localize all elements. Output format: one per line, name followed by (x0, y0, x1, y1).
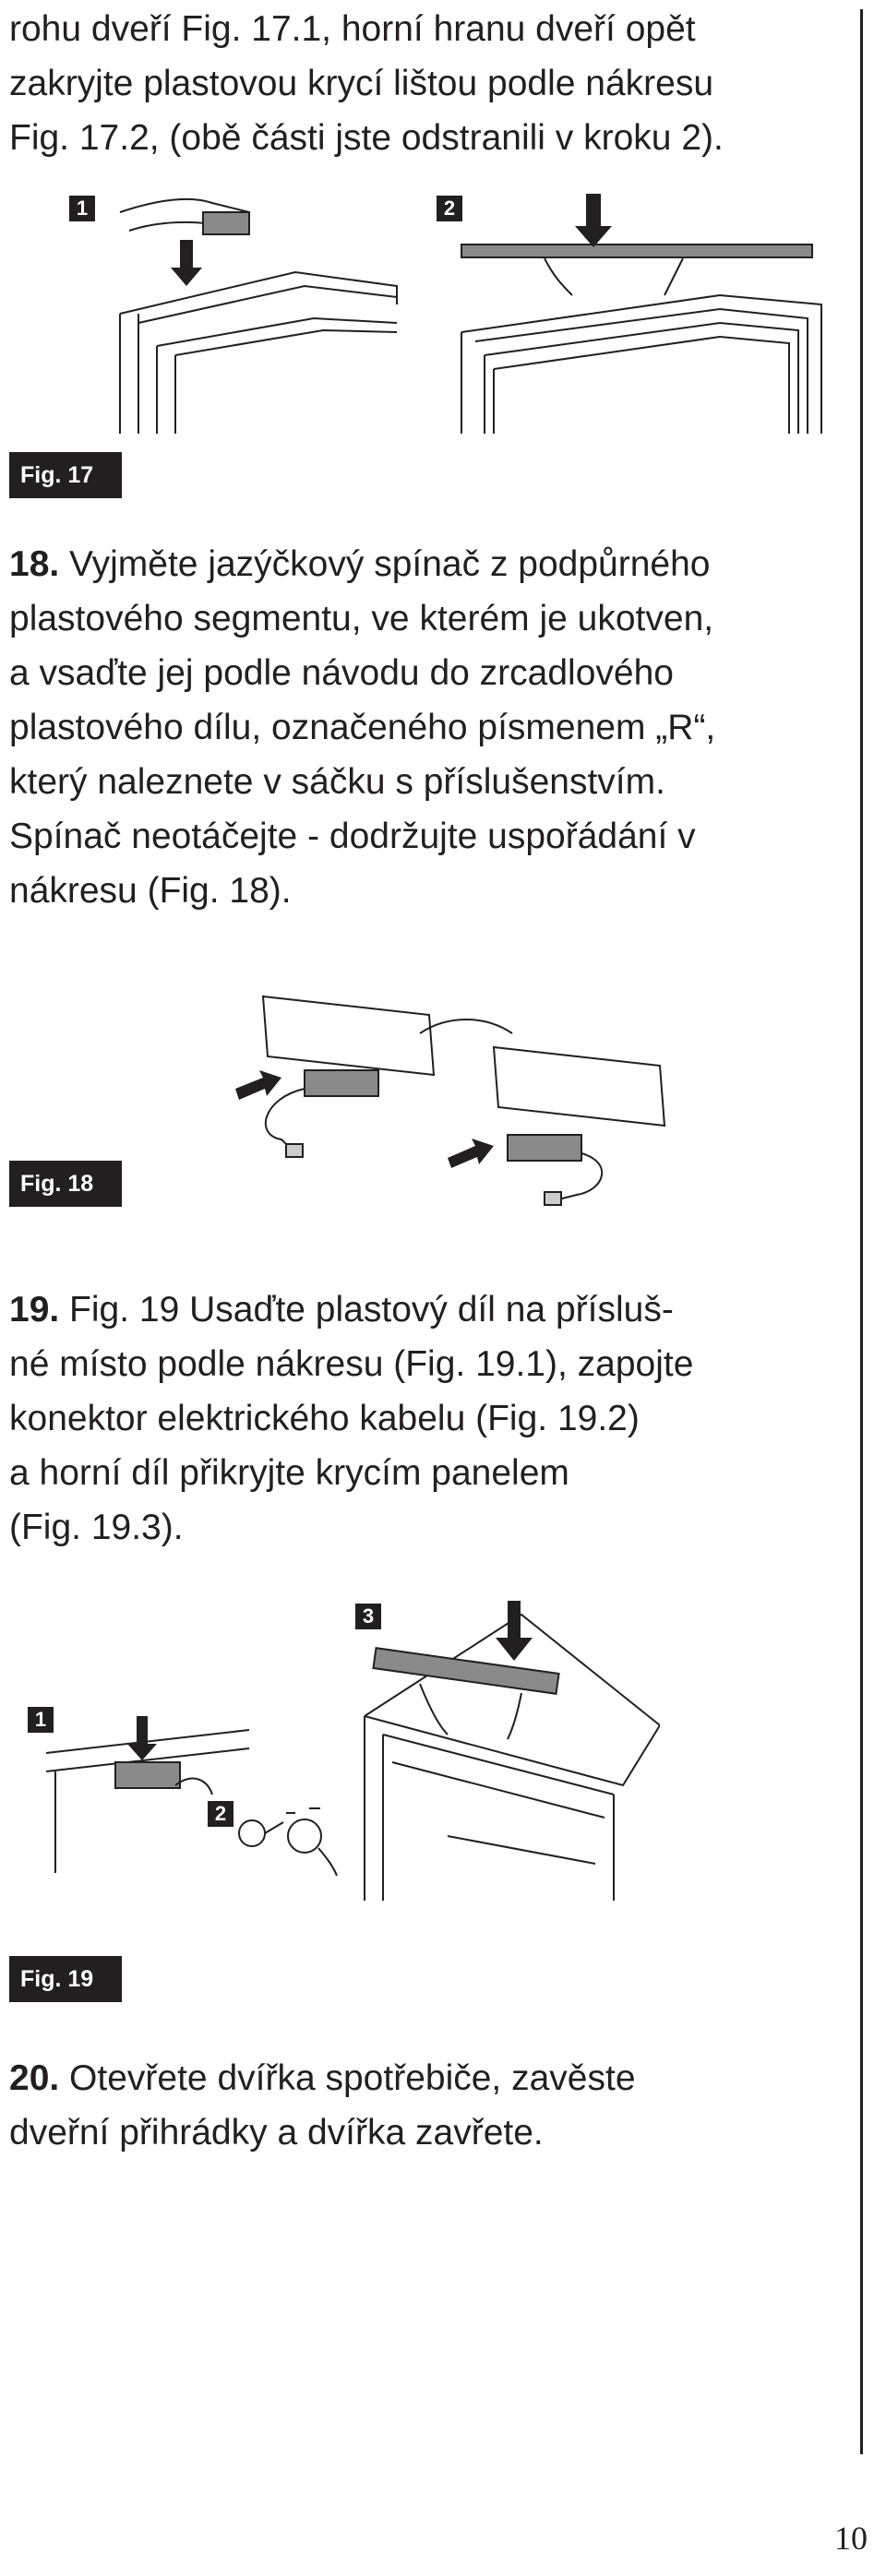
step20-line: dveřní přihrádky a dvířka zavřete. (9, 2113, 544, 2153)
fig19-step1-badge: 1 (28, 1707, 54, 1733)
fig19-label: Fig. 19 (9, 1956, 122, 2002)
step19-line: (Fig. 19.3). (9, 1508, 184, 1547)
fig19-step3-badge: 3 (355, 1604, 381, 1629)
step18-number: 18. (9, 544, 60, 584)
step19-line: né místo podle nákresu (Fig. 19.1), zapo… (9, 1344, 694, 1384)
fig18-label: Fig. 18 (9, 1161, 122, 1207)
step19-paragraph: 19. Fig. 19 Usaďte plastový díl na přísl… (9, 1282, 840, 1555)
fig19-illustration-2 (238, 1807, 338, 1877)
step18-line: Vyjměte jazýčkový spínač z podpůrného (59, 544, 711, 584)
intro-line: zakryjte plastovou krycí lištou podle ná… (9, 64, 714, 103)
step19-number: 19. (9, 1290, 60, 1330)
step18-line: plastového segmentu, ve kterém je ukotve… (9, 599, 714, 638)
page-number: 10 (834, 2520, 868, 2557)
fig18-illustration (235, 995, 666, 1206)
fig19-illustration-3 (364, 1601, 660, 1901)
step18-paragraph: 18. Vyjměte jazýčkový spínač z podpůrnéh… (9, 537, 840, 918)
step20-line: Otevřete dvířka spotřebiče, zavěste (59, 2058, 636, 2098)
step20-number: 20. (9, 2058, 60, 2098)
intro-line: rohu dveří Fig. 17.1, horní hranu dveří … (9, 9, 696, 49)
fig19-illustration-1 (45, 1716, 250, 1873)
step19-line: Fig. 19 Usaďte plastový díl na přísluš- (59, 1290, 674, 1330)
step18-line: nákresu (Fig. 18). (9, 871, 292, 911)
step18-line: Spínač neotáčejte - dodržujte uspořádání… (9, 817, 696, 856)
fig17-label: Fig. 17 (9, 452, 122, 498)
fig19-step2-badge: 2 (208, 1801, 233, 1827)
intro-line: Fig. 17.2, (obě části jste odstranili v … (9, 118, 724, 158)
step19-line: a horní díl přikryjte krycím panelem (9, 1453, 569, 1493)
step19-line: konektor elektrického kabelu (Fig. 19.2) (9, 1399, 640, 1438)
intro-paragraph: rohu dveří Fig. 17.1, horní hranu dveří … (9, 2, 840, 165)
step18-line: plastového dílu, označeného písmenem „R“… (9, 708, 716, 747)
fig17-illustration-2 (461, 194, 822, 434)
step18-line: který naleznete v sáčku s příslušenstvím… (9, 762, 665, 802)
fig17-step1-badge: 1 (69, 196, 95, 221)
fig17-step2-badge: 2 (437, 196, 462, 221)
step18-line: a vsaďte jej podle návodu do zrcadlového (9, 653, 674, 693)
fig17-illustration-1 (119, 197, 398, 434)
column-divider (860, 9, 863, 2454)
step20-paragraph: 20. Otevřete dvířka spotřebiče, zavěste … (9, 2051, 840, 2160)
